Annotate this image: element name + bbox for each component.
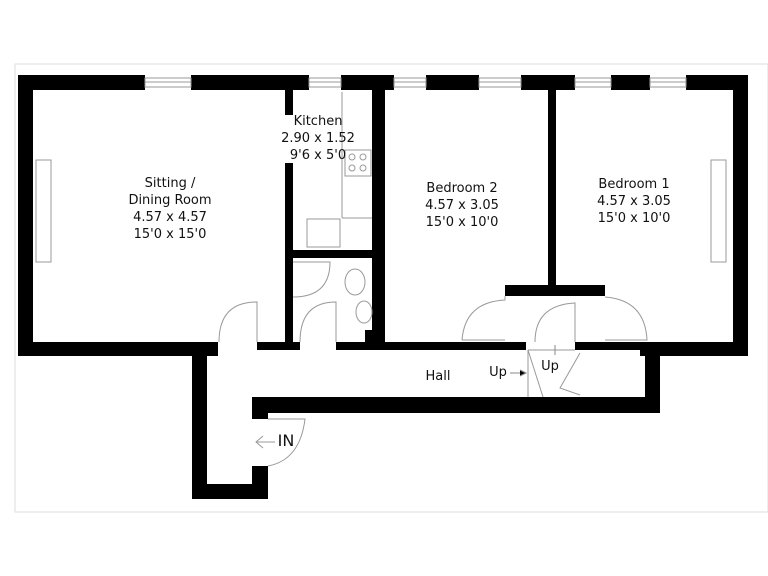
room-metric: 4.57 x 3.05: [597, 194, 671, 209]
room-metric: 4.57 x 4.57: [133, 210, 207, 225]
door-bedroom1: [604, 296, 648, 341]
radiator-bedroom1: [710, 159, 727, 263]
radiator-sitting: [35, 159, 52, 263]
room-name: Kitchen: [293, 114, 343, 129]
arrows: [255, 345, 556, 449]
room-label-hall: Hall: [425, 369, 451, 384]
door-entrance: [267, 418, 306, 467]
room-imperial: 15'0 x 10'0: [597, 211, 671, 226]
fixtures: [35, 92, 727, 467]
room-label-kitchen: Kitchen 2.90 x 1.52 9'6 x 5'0: [281, 113, 355, 164]
room-name: Bedroom 1: [598, 177, 670, 192]
basin-icon: [355, 300, 373, 324]
walls: [18, 75, 748, 499]
room-metric: 4.57 x 3.05: [425, 198, 499, 213]
sink-icon: [306, 218, 341, 248]
room-imperial: 15'0 x 10'0: [425, 215, 499, 230]
room-name: Dining Room: [128, 193, 212, 208]
stair-door: [559, 352, 581, 396]
toilet-icon: [344, 268, 366, 296]
hob-icon: [344, 149, 372, 177]
stair-label-up: Up: [541, 359, 559, 374]
room-imperial: 15'0 x 15'0: [133, 227, 207, 242]
stair-label-up: Up: [489, 365, 507, 380]
door-bedroom2: [461, 296, 506, 341]
room-label-bedroom2: Bedroom 2 4.57 x 3.05 15'0 x 10'0: [425, 180, 499, 231]
room-name: Sitting /: [144, 176, 196, 191]
room-metric: 2.90 x 1.52: [281, 131, 355, 146]
door-stair: [534, 302, 576, 343]
room-imperial: 9'6 x 5'0: [289, 148, 347, 163]
room-label-bedroom1: Bedroom 1 4.57 x 3.05 15'0 x 10'0: [597, 176, 671, 227]
windows: [144, 77, 687, 88]
entrance-label: IN: [277, 431, 295, 450]
room-name: Bedroom 2: [426, 181, 498, 196]
shower-icon: [292, 261, 331, 298]
room-label-sitting: Sitting / Dining Room 4.57 x 4.57 15'0 x…: [128, 175, 211, 243]
door-bathroom: [299, 301, 337, 343]
page-frame: [14, 63, 768, 513]
door-sitting: [218, 301, 258, 343]
